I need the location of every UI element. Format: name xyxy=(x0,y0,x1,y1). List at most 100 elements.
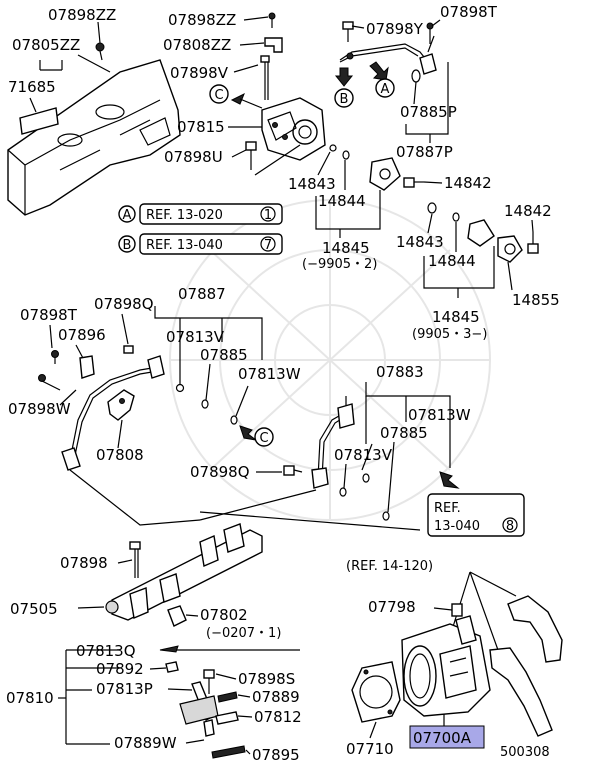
label-07898U: 07898U xyxy=(164,148,223,166)
label-07710: 07710 xyxy=(346,740,394,758)
gasket-07813W-b[interactable] xyxy=(362,473,370,483)
engine-cover[interactable] xyxy=(7,59,181,216)
label-07898W: 07898W xyxy=(8,400,71,418)
label-14845-b-date: (9905・3−) xyxy=(412,327,487,342)
label-14845-a-date: (−9905・2) xyxy=(302,257,377,272)
gasket-07813W-a[interactable] xyxy=(230,415,238,425)
bolt-14842-b[interactable] xyxy=(527,232,539,254)
label-14844-b: 14844 xyxy=(428,252,476,270)
plate-14855[interactable] xyxy=(497,235,523,263)
pipe-07883[interactable] xyxy=(311,403,355,489)
marker-a-top: A xyxy=(369,61,395,98)
injector-07813P[interactable] xyxy=(179,681,219,737)
label-07700A-highlight xyxy=(409,725,485,749)
label-07808ZZ: 07808ZZ xyxy=(163,36,231,54)
sensor-14844-b[interactable] xyxy=(467,219,495,247)
label-07885-a: 07885 xyxy=(200,346,248,364)
label-07813V-a: 07813V xyxy=(166,328,225,346)
fuel-rail-07810[interactable] xyxy=(111,523,263,621)
throttle-body-07700A[interactable] xyxy=(401,615,491,717)
label-07805ZZ: 07805ZZ xyxy=(12,36,80,54)
bolt-07898[interactable] xyxy=(129,541,141,578)
label-07896: 07896 xyxy=(58,326,106,344)
hose-lower[interactable] xyxy=(489,647,553,737)
oring-07885P[interactable] xyxy=(411,69,421,83)
label-07898ZZ-a: 07898ZZ xyxy=(48,6,116,24)
label-07810: 07810 xyxy=(6,689,54,707)
marker-b-top: B xyxy=(334,67,354,108)
label-07813W-a: 07813W xyxy=(238,365,301,383)
label-07889: 07889 xyxy=(252,688,300,706)
oring-07885-a[interactable] xyxy=(201,399,209,409)
bracket-07808ZZ[interactable] xyxy=(264,37,283,53)
ref-b-text: REF. 13-040 xyxy=(146,238,223,253)
seal-07895[interactable] xyxy=(211,745,246,759)
bolt-07898Y[interactable] xyxy=(342,21,354,42)
bolt-07898Q-b[interactable] xyxy=(283,465,303,476)
label-07898T: 07898T xyxy=(20,306,78,324)
label-07813P: 07813P xyxy=(96,680,153,698)
clip-07892[interactable] xyxy=(165,661,179,673)
oring-14843-a2[interactable] xyxy=(342,150,350,160)
marker-c-top: C xyxy=(209,84,263,109)
label-07802: 07802 xyxy=(200,606,248,624)
gasket-14843-b[interactable] xyxy=(427,202,437,214)
bolt-07898V[interactable] xyxy=(260,55,270,100)
bolt-07898W[interactable] xyxy=(38,374,61,391)
bolt-07898T-top[interactable] xyxy=(426,22,434,44)
bolt-07898T[interactable] xyxy=(51,350,59,365)
label-07898: 07898 xyxy=(60,554,108,572)
ref-13040-8-line1: REF. xyxy=(434,501,461,516)
oring-07813V-b[interactable] xyxy=(339,487,347,497)
svg-text:C: C xyxy=(259,431,268,446)
label-07700A: 07700A xyxy=(413,729,472,747)
ref-13040-8-line2: 13-040 xyxy=(434,519,480,534)
label-07898ZZ-b: 07898ZZ xyxy=(168,11,236,29)
svg-text:C: C xyxy=(214,88,223,103)
bolt-07898Q-a[interactable] xyxy=(123,345,134,354)
label-07802-date: (−0207・1) xyxy=(206,626,281,641)
ref-13040-8-box[interactable]: REF. 13-040 8 xyxy=(427,471,525,537)
label-14843-a: 14843 xyxy=(288,175,336,193)
gasket-14843-a[interactable] xyxy=(329,144,337,152)
sensor-14844-a[interactable] xyxy=(369,157,401,191)
marker-c-mid: C xyxy=(239,425,274,447)
hose-upper[interactable] xyxy=(507,595,563,663)
ref-a-box[interactable]: A REF. 13-020 1 xyxy=(118,203,283,225)
oring-07885-b[interactable] xyxy=(382,511,390,521)
diagram-code: 500308 xyxy=(500,745,550,760)
bolt-07898S[interactable] xyxy=(203,669,215,694)
pipe-07887P[interactable] xyxy=(339,43,437,75)
insulator-07812[interactable] xyxy=(215,711,239,725)
bolt-07898ZZ-b[interactable] xyxy=(268,12,276,28)
regulator-07505[interactable] xyxy=(105,600,119,614)
label-07898T-top: 07898T xyxy=(440,3,498,21)
label-07887: 07887 xyxy=(178,285,226,303)
label-14843-b: 14843 xyxy=(396,233,444,251)
label-14842-b: 14842 xyxy=(504,202,552,220)
label-71685: 71685 xyxy=(8,78,56,96)
label-07883: 07883 xyxy=(376,363,424,381)
svg-text:7: 7 xyxy=(264,238,272,253)
label-07505: 07505 xyxy=(10,600,58,618)
label-07889W: 07889W xyxy=(114,734,177,752)
bolt-07898U[interactable] xyxy=(245,141,257,170)
gasket-07710[interactable] xyxy=(351,661,401,723)
svg-text:B: B xyxy=(123,238,132,253)
bracket-07808[interactable] xyxy=(107,389,135,421)
oring-14843-b2[interactable] xyxy=(452,212,460,222)
bolt-07798[interactable] xyxy=(433,603,463,617)
gasket-07813V-a[interactable] xyxy=(175,383,185,393)
damper-07802[interactable] xyxy=(167,605,187,627)
idle-air-control-07815[interactable] xyxy=(261,97,326,161)
pipe-07887[interactable] xyxy=(61,355,165,471)
label-07815: 07815 xyxy=(177,118,225,136)
bolt-14842-a[interactable] xyxy=(403,177,424,188)
oring-07889[interactable] xyxy=(217,691,238,703)
bolt-07898ZZ-cover[interactable] xyxy=(95,42,105,61)
label-plate-71685[interactable] xyxy=(19,107,59,135)
ref-b-box[interactable]: B REF. 13-040 7 xyxy=(118,233,283,255)
label-14855: 14855 xyxy=(512,291,560,309)
clamp-07896[interactable] xyxy=(79,355,95,379)
